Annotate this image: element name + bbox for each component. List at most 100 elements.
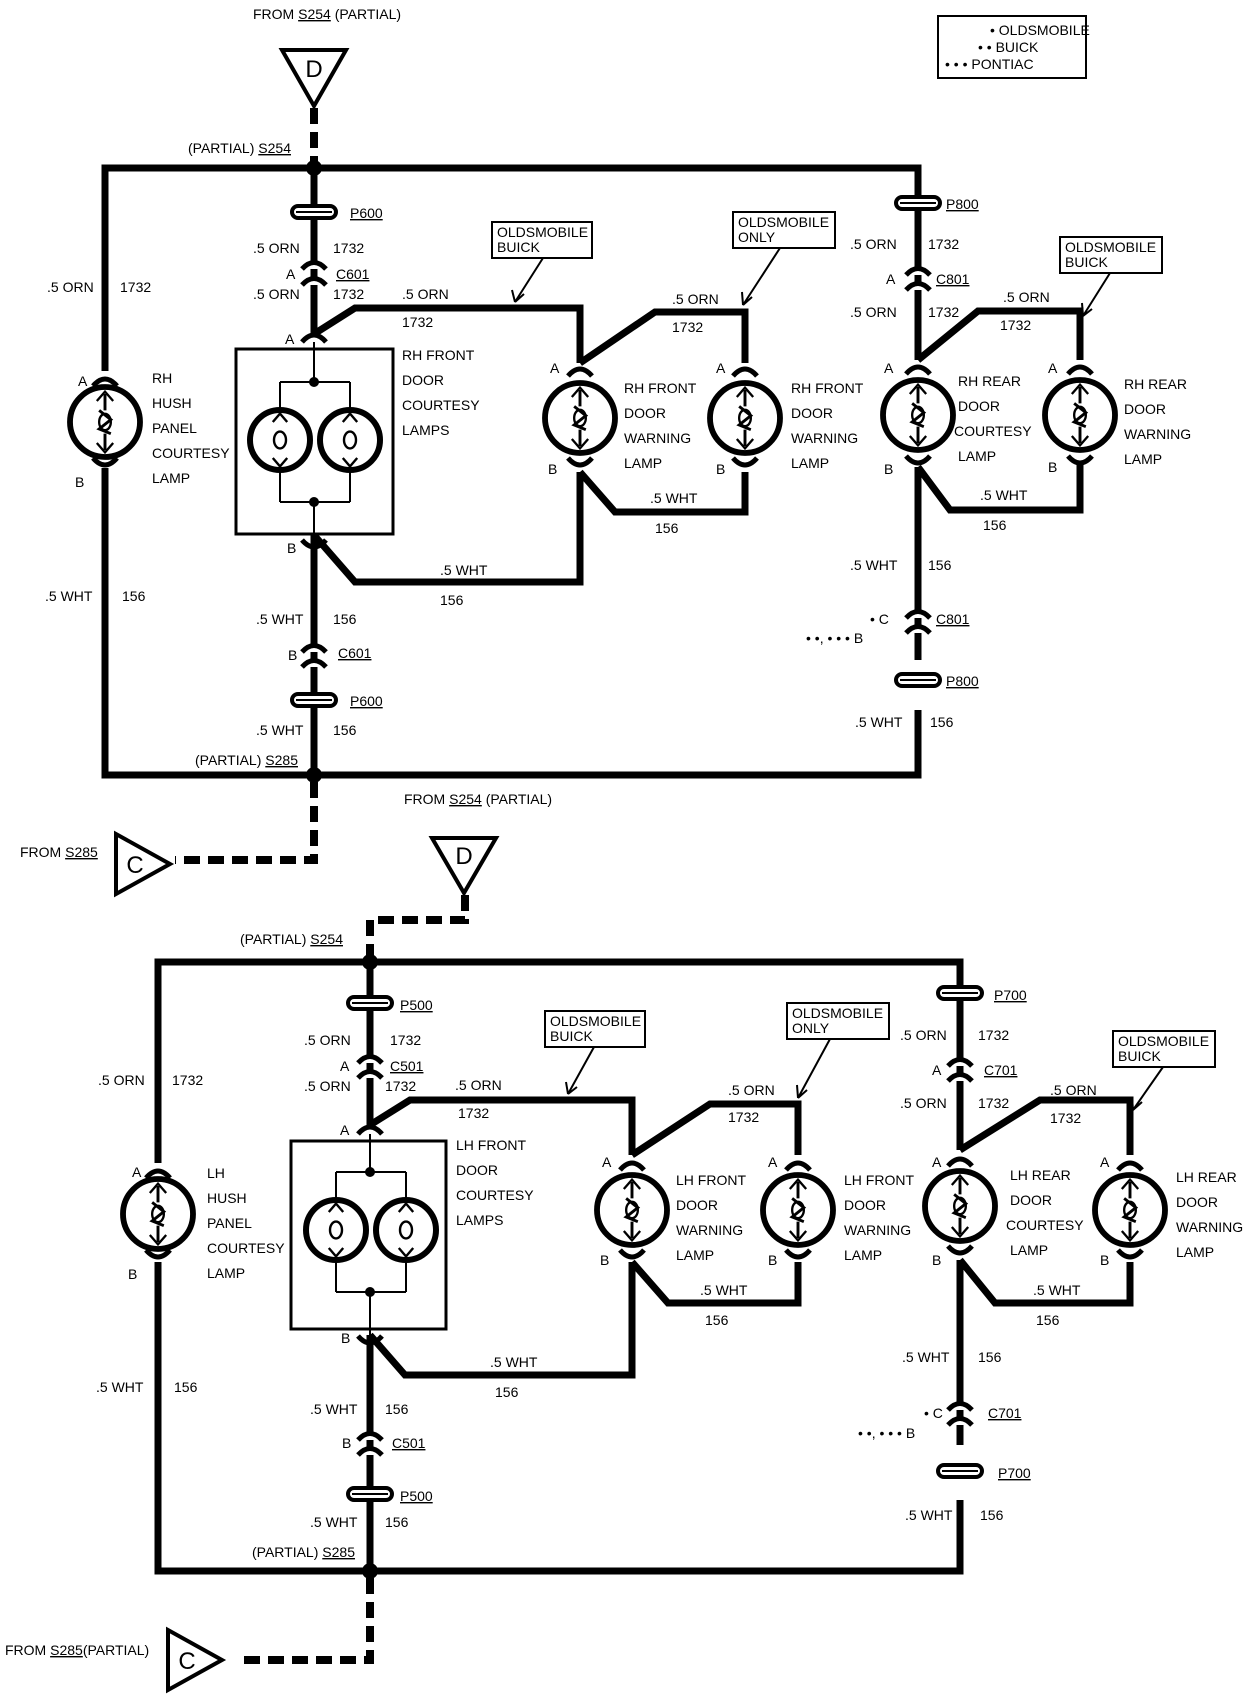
svg-text:.5 WHT: .5 WHT (905, 1507, 953, 1523)
legend-box: • OLDSMOBILE • • BUICK • • • PONTIAC (937, 15, 1090, 79)
svg-text:.5 ORN: .5 ORN (850, 236, 897, 252)
svg-text:LAMPS: LAMPS (402, 422, 449, 438)
svg-text:.5 ORN: .5 ORN (900, 1095, 947, 1111)
svg-text:.5 WHT: .5 WHT (256, 722, 304, 738)
lh-note-olds-buick-1: OLDSMOBILE BUICK (544, 1010, 646, 1095)
svg-text:.5 WHT: .5 WHT (850, 557, 898, 573)
lh-p700-bottom-connector: P700 (936, 1463, 1031, 1481)
svg-text:.5 ORN: .5 ORN (1003, 289, 1050, 305)
svg-text:.5 ORN: .5 ORN (253, 286, 300, 302)
svg-text:B: B (341, 1330, 350, 1346)
svg-text:DOOR: DOOR (676, 1197, 718, 1213)
rh-c601-bottom-connector: B C601 (288, 643, 372, 669)
svg-text:OLDSMOBILE: OLDSMOBILE (1118, 1033, 1209, 1049)
svg-text:.5 WHT: .5 WHT (310, 1401, 358, 1417)
svg-text:.5 ORN: .5 ORN (728, 1082, 775, 1098)
lh-circuit: D (PARTIAL) S254 (PARTIAL) S285 C FROM S… (5, 836, 1243, 1694)
svg-text:A: A (932, 1062, 942, 1078)
svg-text:156: 156 (655, 520, 679, 536)
svg-text:1732: 1732 (672, 319, 703, 335)
lh-c701-bottom-connector: • C • •, • • • B C701 (858, 1401, 1022, 1441)
svg-text:P600: P600 (350, 205, 383, 221)
svg-text:1732: 1732 (928, 236, 959, 252)
svg-text:OLDSMOBILE: OLDSMOBILE (497, 224, 588, 240)
svg-text:1732: 1732 (333, 240, 364, 256)
svg-text:156: 156 (978, 1349, 1002, 1365)
svg-text:COURTESY: COURTESY (1006, 1217, 1084, 1233)
svg-text:.5 WHT: .5 WHT (490, 1354, 538, 1370)
svg-text:.5 WHT: .5 WHT (256, 611, 304, 627)
svg-text:P700: P700 (998, 1465, 1031, 1481)
svg-text:C701: C701 (984, 1062, 1018, 1078)
legend-buick: • • BUICK (978, 39, 1039, 55)
svg-text:A: A (340, 1058, 350, 1074)
svg-text:RH FRONT: RH FRONT (624, 380, 697, 396)
svg-text:156: 156 (980, 1507, 1004, 1523)
svg-text:DOOR: DOOR (1124, 401, 1166, 417)
svg-text:.5 WHT: .5 WHT (1033, 1282, 1081, 1298)
svg-text:DOOR: DOOR (1010, 1192, 1052, 1208)
svg-text:• •, • • • B: • •, • • • B (806, 630, 863, 646)
svg-text:1732: 1732 (1050, 1110, 1081, 1126)
rh-flag-c: C (114, 830, 175, 898)
svg-text:.5 ORN: .5 ORN (304, 1078, 351, 1094)
svg-text:B: B (884, 461, 893, 477)
svg-text:DOOR: DOOR (624, 405, 666, 421)
lh-p500-bottom-connector: P500 (346, 1486, 433, 1504)
svg-text:.5 ORN: .5 ORN (455, 1077, 502, 1093)
svg-text:LH FRONT: LH FRONT (844, 1172, 914, 1188)
svg-text:LAMP: LAMP (844, 1247, 882, 1263)
svg-text:LAMP: LAMP (152, 470, 190, 486)
svg-text:P500: P500 (400, 997, 433, 1013)
svg-text:D: D (455, 843, 472, 870)
svg-text:A: A (132, 1164, 142, 1180)
svg-text:156: 156 (1036, 1312, 1060, 1328)
svg-text:DOOR: DOOR (402, 372, 444, 388)
lh-flag-c: C (166, 1626, 227, 1694)
svg-text:BUICK: BUICK (1065, 254, 1108, 270)
svg-text:DOOR: DOOR (791, 405, 833, 421)
svg-text:DOOR: DOOR (456, 1162, 498, 1178)
lh-p700-top-connector: P700 (936, 985, 1027, 1003)
svg-text:.5 ORN: .5 ORN (1050, 1082, 1097, 1098)
svg-text:C801: C801 (936, 271, 970, 287)
svg-text:• C: • C (924, 1405, 943, 1421)
svg-text:C501: C501 (392, 1435, 426, 1451)
rh-p600-top-connector: P600 (290, 204, 383, 221)
svg-text:C: C (178, 1648, 195, 1675)
svg-text:LAMP: LAMP (791, 455, 829, 471)
svg-text:BUICK: BUICK (497, 239, 540, 255)
svg-text:.5 ORN: .5 ORN (98, 1072, 145, 1088)
lh-from-s285-label: FROM S285(PARTIAL) (5, 1642, 149, 1658)
svg-text:156: 156 (983, 517, 1007, 533)
svg-text:C601: C601 (336, 266, 370, 282)
svg-text:P700: P700 (994, 987, 1027, 1003)
svg-text:ONLY: ONLY (792, 1020, 830, 1036)
svg-text:B: B (1100, 1252, 1109, 1268)
svg-text:.5 ORN: .5 ORN (850, 304, 897, 320)
svg-text:A: A (768, 1154, 778, 1170)
svg-text:LAMP: LAMP (207, 1265, 245, 1281)
svg-text:DOOR: DOOR (844, 1197, 886, 1213)
lh-splice-s285-label: (PARTIAL) S285 (252, 1544, 355, 1560)
rh-splice-s254-label: (PARTIAL) S254 (188, 140, 291, 156)
svg-text:HUSH: HUSH (207, 1190, 247, 1206)
svg-text:RH REAR: RH REAR (958, 373, 1021, 389)
svg-text:B: B (1048, 459, 1057, 475)
rh-front-door-courtesy-lamps: A B RH FRONT DOOR COURTESY LAMPS (234, 331, 480, 556)
svg-text:A: A (884, 360, 894, 376)
svg-text:B: B (75, 474, 84, 490)
svg-text:• C: • C (870, 611, 889, 627)
svg-text:P500: P500 (400, 1488, 433, 1504)
svg-text:COURTESY: COURTESY (456, 1187, 534, 1203)
svg-text:156: 156 (705, 1312, 729, 1328)
lh-front-door-warning-lamp-1: A B LH FRONT DOOR WARNING LAMP (597, 1154, 746, 1268)
lh-c501-top-connector: A C501 (340, 1054, 424, 1080)
svg-text:LAMP: LAMP (1124, 451, 1162, 467)
svg-text:B: B (716, 461, 725, 477)
rh-note-olds-only: OLDSMOBILE ONLY (732, 211, 836, 306)
svg-text:D: D (305, 56, 322, 83)
svg-text:1732: 1732 (385, 1078, 416, 1094)
svg-text:OLDSMOBILE: OLDSMOBILE (738, 214, 829, 230)
